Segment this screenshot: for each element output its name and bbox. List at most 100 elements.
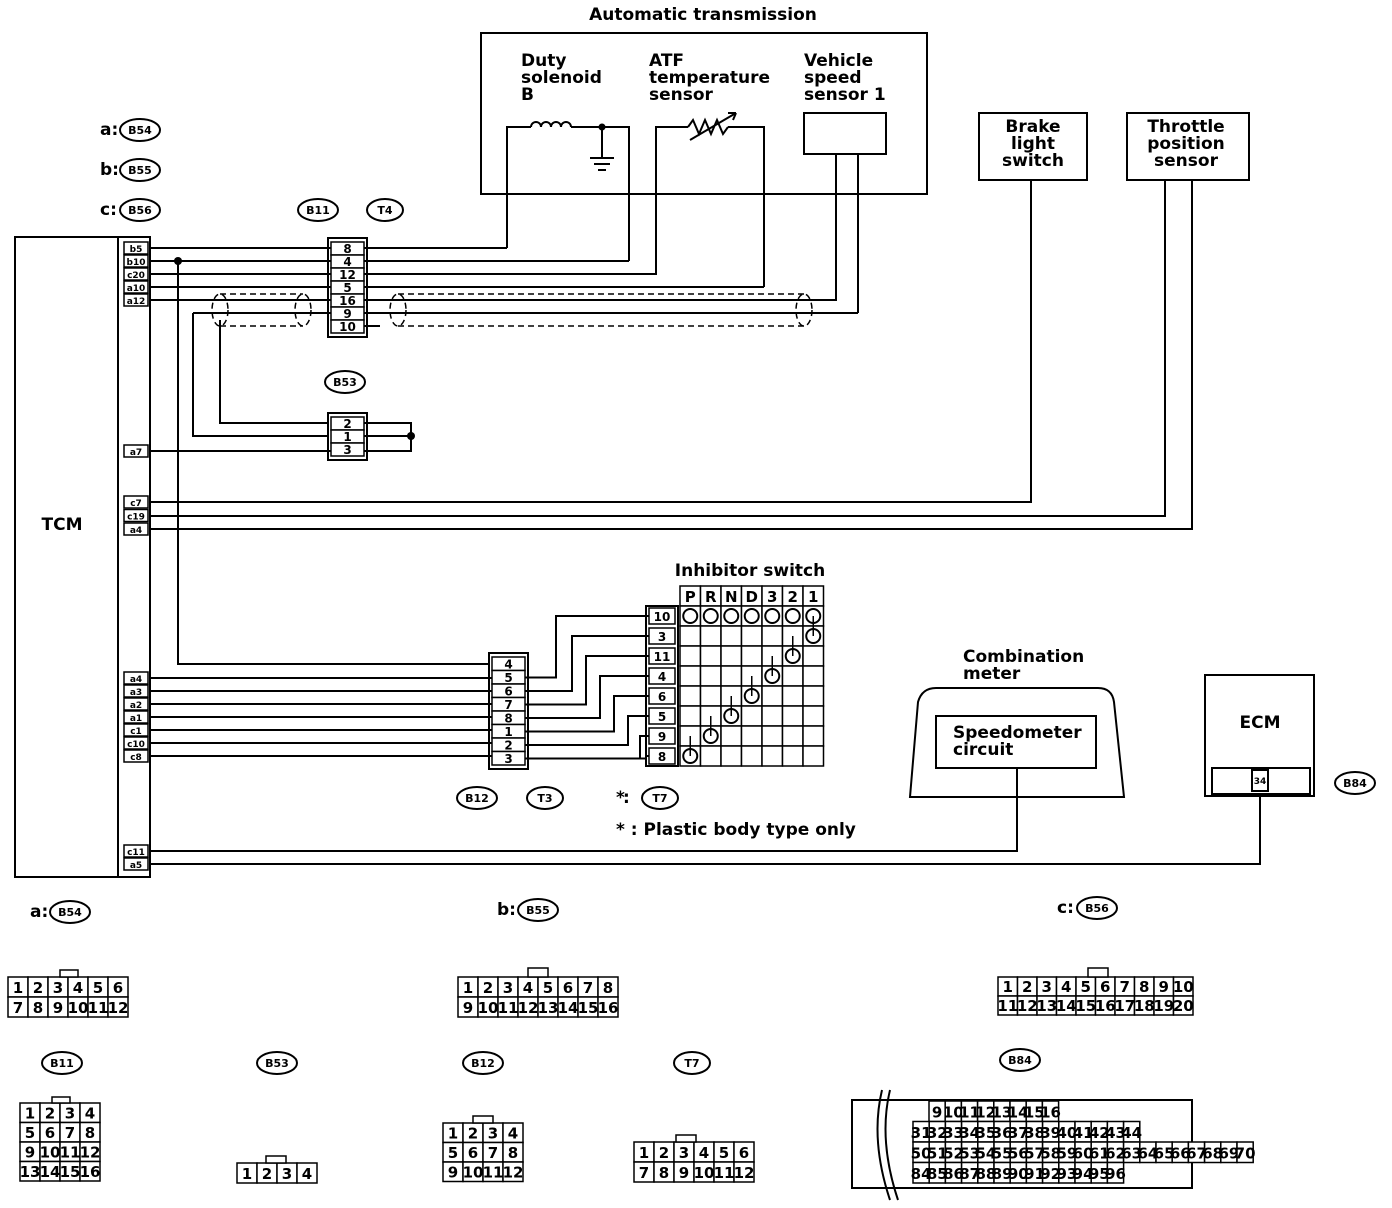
b11-view-cell-label: 3 [65, 1105, 75, 1123]
b84-view-cell-label: 54 [975, 1145, 996, 1163]
inhibitor-contact [682, 608, 699, 624]
tcm-connector-refs: a: B54 b: B55 c: B56 [100, 118, 161, 222]
b12-pin-label: 8 [504, 712, 512, 726]
b55-view-cell-label: 11 [498, 999, 519, 1017]
b84-view-cell-label: 63 [1121, 1145, 1142, 1163]
b56-view-cell-label: 17 [1114, 997, 1135, 1015]
b54-view-cell-label: 11 [88, 999, 109, 1017]
b11-view-cell-label: 6 [45, 1124, 55, 1142]
b56-view-cell-label: 4 [1061, 978, 1071, 996]
b11-view-cell-label: 11 [60, 1144, 81, 1162]
b84-view-cell-label: 92 [1040, 1165, 1061, 1183]
b12-view-cell-label: 5 [448, 1144, 458, 1162]
t7-ref [641, 786, 679, 810]
b84-view-cell-label: 55 [992, 1145, 1013, 1163]
b53-pin-label: 2 [343, 417, 351, 431]
b56-view-cell-label: 3 [1042, 978, 1052, 996]
t7-ref-label: T7 [652, 792, 667, 805]
b84-view-cell-label: 44 [1121, 1124, 1142, 1142]
b54-view-cell-label: 1 [13, 979, 23, 997]
tcm-pin-label: a2 [130, 701, 142, 711]
svg-text:B53: B53 [265, 1057, 289, 1070]
b56-view-cell-label: 19 [1153, 997, 1174, 1015]
b11-pin-label: 4 [343, 255, 351, 269]
b11-view-cell-label: 10 [40, 1144, 61, 1162]
b84-view-cell-label: 84 [911, 1165, 932, 1183]
tcm-pin [123, 293, 149, 307]
svg-text:c:: c: [100, 200, 117, 220]
b11-pin-label: 8 [343, 242, 351, 256]
tcm-pin-label: b10 [127, 258, 146, 268]
tcm-pin-label: a3 [130, 688, 142, 698]
ecm-pin-box [1251, 769, 1269, 792]
b53-view-cell-label: 2 [262, 1165, 272, 1183]
b84-view-cell-label: 61 [1089, 1145, 1110, 1163]
inhibitor-position-label: 3 [767, 588, 777, 606]
b11-view-cell-label: 1 [25, 1105, 35, 1123]
b54-view-cell-label: 2 [33, 979, 43, 997]
b54-view-cell-label: 5 [93, 979, 103, 997]
b11-ref-label: B11 [306, 204, 330, 217]
b84-view-cell-label: 68 [1202, 1145, 1223, 1163]
b11-pin-label: 5 [343, 281, 351, 295]
b84-view-cell-label: 36 [992, 1124, 1013, 1142]
t4-ref [366, 198, 404, 222]
b84-view-cell-label: 41 [1073, 1124, 1094, 1142]
b84-view-cell-label: 91 [1024, 1165, 1045, 1183]
inhibitor-pin-label: 8 [658, 750, 666, 764]
b56-view-cell-label: 16 [1095, 997, 1116, 1015]
b12-view-cell-label: 11 [483, 1164, 504, 1182]
ecm-label: ECM [1239, 713, 1280, 733]
b84-view-cell-label: 94 [1073, 1165, 1094, 1183]
b55-view-ref: b: B55 [497, 898, 559, 922]
tcm-pin [123, 723, 149, 737]
tcm-pin [123, 522, 149, 536]
b12-view-cell-label: 8 [508, 1144, 518, 1162]
tcm-to-b11-wires [150, 247, 858, 665]
b84-view-cell-label: 60 [1073, 1145, 1094, 1163]
t7-view-cell-label: 5 [719, 1144, 729, 1162]
b12-view-cell-label: 2 [468, 1125, 478, 1143]
b84-view-cell-label: 38 [1024, 1124, 1045, 1142]
b84-view-cell-label: 52 [943, 1145, 964, 1163]
b56-view-cell-label: 10 [1173, 978, 1194, 996]
b53-wires [150, 422, 415, 452]
tcm-pin-label: c19 [127, 513, 145, 523]
svg-text:B11: B11 [50, 1057, 74, 1070]
inhibitor-position-label: P [685, 588, 696, 606]
b84-view-cell-label: 57 [1024, 1145, 1045, 1163]
b84-view-cell-label: 10 [943, 1104, 964, 1122]
inhibitor-pin-label: 11 [654, 650, 671, 664]
tcm-pin-label: c20 [127, 271, 145, 281]
b11-view-cell-label: 7 [65, 1124, 75, 1142]
b56-view-cell-label: 1 [1003, 978, 1013, 996]
inhibitor-pin-label: 3 [658, 630, 666, 644]
b55-view-cell-label: 15 [578, 999, 599, 1017]
b55-view-cell-label: 2 [483, 979, 493, 997]
tcm-pin [123, 508, 149, 523]
tcm-pin-label: a1 [130, 714, 142, 724]
t7-view-cell-label: 10 [694, 1164, 715, 1182]
b54-view-cell-label: 4 [73, 979, 83, 997]
b55-view-cell-label: 3 [503, 979, 513, 997]
b54-view-cell-label: 3 [53, 979, 63, 997]
b84-view-cell-label: 95 [1089, 1165, 1110, 1183]
tcm-pin-label: c8 [130, 753, 142, 763]
b56-view-cell-label: 9 [1159, 978, 1169, 996]
b84-view-cell-label: 37 [1008, 1124, 1029, 1142]
tcm-pin-label: c1 [130, 727, 142, 737]
inhibitor-pin-label: 6 [658, 690, 666, 704]
b54-view-cell-label: 8 [33, 999, 43, 1017]
b11-pin-label: 12 [339, 268, 356, 282]
b55-view-cell-label: 10 [478, 999, 499, 1017]
b84-ref-label: B84 [1343, 777, 1367, 790]
b84-view-cell-label: 40 [1056, 1124, 1077, 1142]
inhibitor-pin-label: 9 [658, 730, 666, 744]
